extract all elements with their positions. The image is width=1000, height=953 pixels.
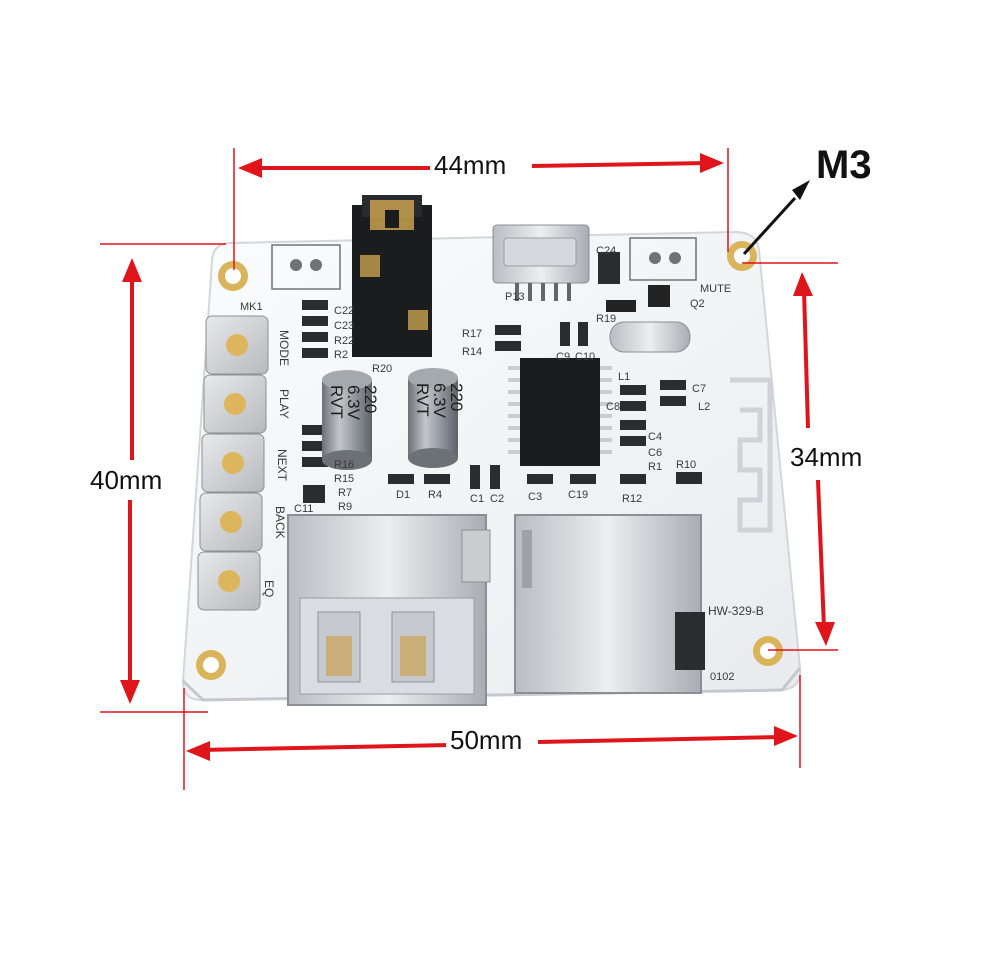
svg-text:C2: C2 [490,493,504,505]
svg-text:L2: L2 [698,401,710,413]
button-label-mode: MODE [277,330,291,366]
dimension-right-label: 34mm [786,443,867,471]
svg-text:C4: C4 [648,431,662,443]
svg-text:C23: C23 [334,320,354,332]
capacitor-right: 220 6.3V RVT [408,368,466,468]
svg-text:L1: L1 [618,371,630,383]
button-eq-switch [197,551,261,611]
svg-text:R20: R20 [372,363,392,375]
button-back-switch [199,492,263,552]
svg-text:D1: D1 [396,489,410,501]
svg-text:R2: R2 [334,349,348,361]
button-label-back: BACK [273,506,287,539]
svg-text:P13: P13 [505,291,525,303]
svg-text:R7: R7 [338,487,352,499]
button-label-next: NEXT [275,449,289,482]
dimension-left-label: 40mm [86,466,167,494]
svg-text:C11: C11 [294,503,313,515]
svg-text:R15: R15 [334,473,354,485]
svg-text:C8: C8 [606,401,620,413]
svg-text:R1: R1 [648,461,662,473]
svg-text:R17: R17 [462,328,482,340]
svg-text:C7: C7 [692,383,706,395]
svg-text:R19: R19 [596,313,616,325]
micro-usb-connector [492,224,590,301]
m3-pointer-arrow [742,180,810,256]
svg-text:R14: R14 [462,346,482,358]
dimension-bottom-label: 50mm [446,726,527,754]
svg-text:R16: R16 [334,459,354,471]
tactile-buttons [197,315,269,611]
button-mode-switch [205,315,269,375]
crystal-oscillator [609,321,691,353]
capacitor-left: 220 6.3V RVT [322,370,380,470]
svg-text:C9: C9 [556,351,570,363]
usb-a-port [287,514,491,706]
svg-text:R4: R4 [428,489,442,501]
board-model-label: HW-329-B [708,604,764,618]
svg-text:C3: C3 [528,491,542,503]
mounting-hole-bottom-right [753,636,783,666]
antenna-trace [730,377,773,533]
dimension-top-label: 44mm [430,151,511,179]
svg-text:C6: C6 [648,447,662,459]
board-code-label: 0102 [710,671,734,683]
label-mute: MUTE [700,283,731,295]
extension-lines [100,148,838,790]
svg-text:R10: R10 [676,459,696,471]
button-next-switch [201,433,265,493]
svg-text:220 6.3V RVT: 220 6.3V RVT [413,383,466,423]
svg-text:R22: R22 [334,335,354,347]
svg-text:220 6.3V RVT: 220 6.3V RVT [327,385,380,425]
svg-text:C10: C10 [575,351,595,363]
button-play-switch [203,374,267,434]
mounting-hole-top-left [218,261,248,291]
main-ic-chip [508,358,612,466]
audio-jack [352,195,432,357]
micro-sd-slot [514,514,705,694]
button-label-eq: EQ [262,580,276,597]
svg-text:R12: R12 [622,493,642,505]
svg-text:R9: R9 [338,501,352,513]
svg-text:Q2: Q2 [690,298,705,310]
svg-text:C1: C1 [470,493,484,505]
mounting-hole-size-label: M3 [816,143,872,187]
button-label-play: PLAY [277,389,291,419]
mounting-hole-bottom-left [196,650,226,680]
svg-text:C19: C19 [568,489,588,501]
label-mk1: MK1 [240,301,263,313]
dimension-arrows [120,153,835,761]
svg-text:C24: C24 [596,245,616,257]
svg-text:C22: C22 [334,305,354,317]
